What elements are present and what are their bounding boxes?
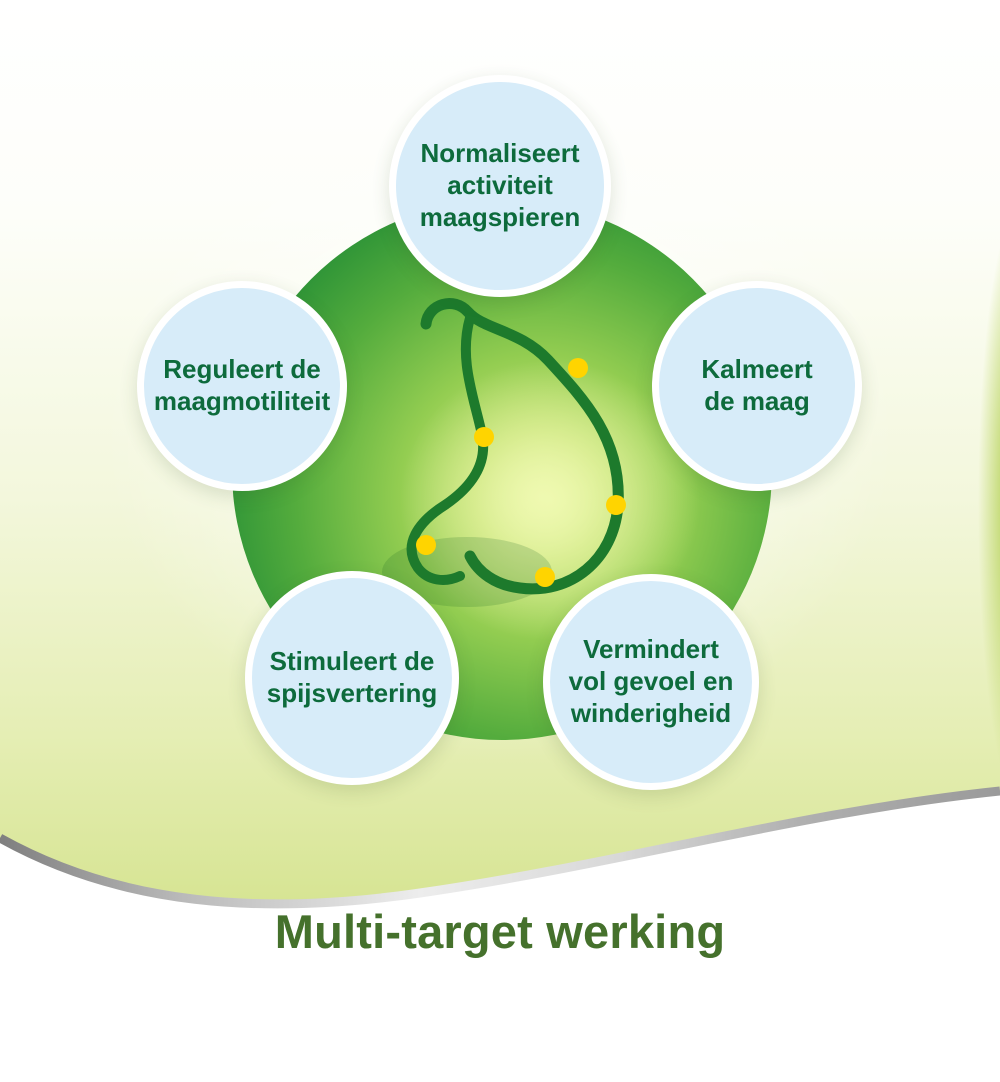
bubble-label: Reguleert de maagmotiliteit bbox=[153, 354, 331, 416]
yellow-target-dot-icon bbox=[474, 427, 494, 447]
yellow-target-dot-icon bbox=[606, 495, 626, 515]
bubble-label: Normaliseert activiteit maagspieren bbox=[419, 138, 581, 232]
bubble-label: Stimuleert de spijsvertering bbox=[266, 646, 438, 708]
bubble-label: Vermindert vol gevoel en winderigheid bbox=[568, 634, 734, 728]
page-title: Multi-target werking bbox=[274, 905, 726, 958]
target-dots bbox=[416, 358, 626, 587]
bubble-vermindert: Vermindert vol gevoel en winderigheid bbox=[543, 574, 759, 790]
yellow-target-dot-icon bbox=[568, 358, 588, 378]
stomach-outline-left bbox=[406, 313, 489, 585]
stomach-icon bbox=[382, 298, 700, 640]
bubble-normaliseert: Normaliseert activiteit maagspieren bbox=[389, 75, 611, 297]
bubble-label: Kalmeert de maag bbox=[701, 354, 813, 416]
bubble-reguleert: Reguleert de maagmotiliteit bbox=[137, 281, 347, 491]
stomach-outline-right bbox=[420, 298, 624, 595]
yellow-target-dot-icon bbox=[416, 535, 436, 555]
bubble-kalmeert: Kalmeert de maag bbox=[652, 281, 862, 491]
yellow-target-dot-icon bbox=[535, 567, 555, 587]
bubble-stimuleert: Stimuleert de spijsvertering bbox=[245, 571, 459, 785]
